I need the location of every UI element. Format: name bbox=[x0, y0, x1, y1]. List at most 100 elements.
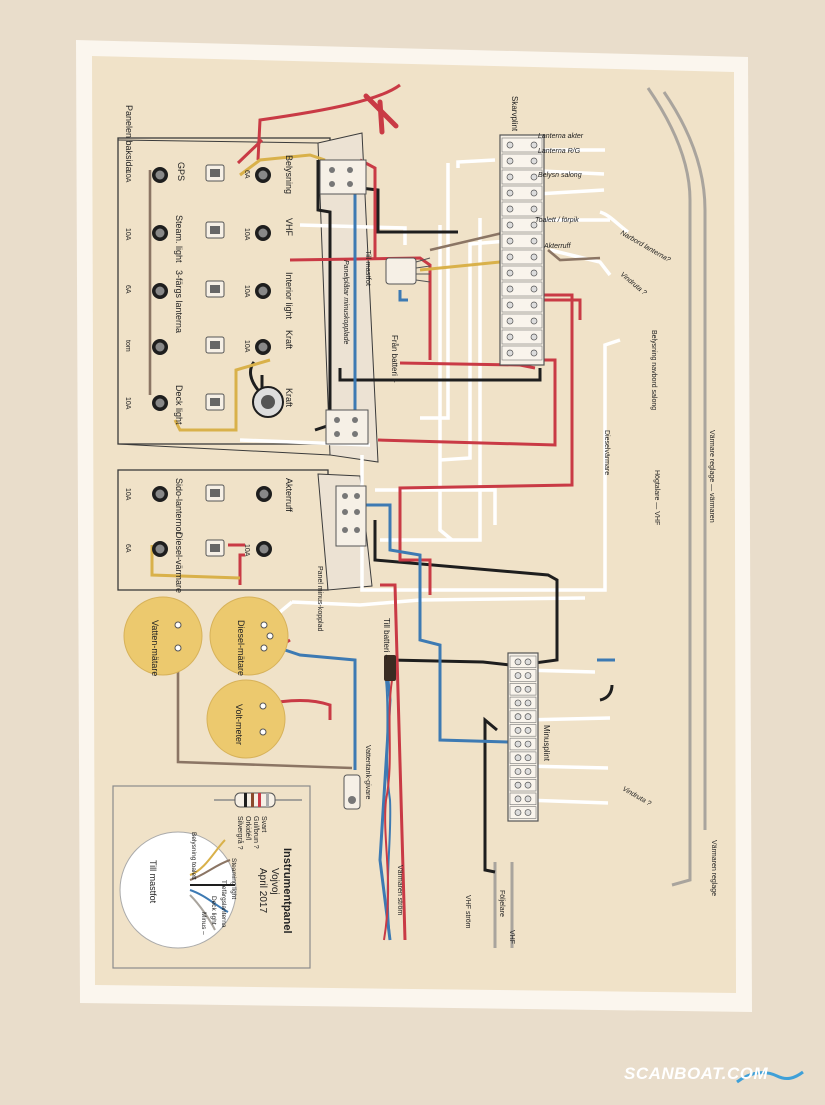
deck-light-label: Deck light bbox=[174, 385, 184, 425]
diagram-date: April 2017 bbox=[257, 868, 268, 913]
fuse-top-0: 10A bbox=[124, 170, 131, 183]
minusplint-screw bbox=[524, 713, 532, 721]
till-batteri-connector bbox=[384, 655, 396, 681]
minusplint-screw bbox=[514, 754, 522, 762]
minusplint-screw bbox=[514, 658, 522, 666]
till-mastfot-label: Till mastfot bbox=[364, 250, 373, 287]
minusplint-row bbox=[509, 737, 537, 751]
hogtalare-vhf-label: Högtalare — VHF bbox=[653, 470, 660, 525]
voltmeter-gauge bbox=[206, 679, 286, 759]
fuse-top-right-1: 10A bbox=[243, 228, 250, 241]
fuse-holders bbox=[152, 167, 272, 557]
skarvplint-row bbox=[501, 313, 543, 329]
minusplint-screw bbox=[524, 658, 532, 666]
panel-minus-label: Panelplåtar minuskopplade bbox=[342, 260, 350, 345]
akterruff-label: Akterruff bbox=[284, 478, 294, 512]
minusplint-screw bbox=[524, 795, 532, 803]
minusplint-row bbox=[509, 710, 537, 723]
minusplint-row bbox=[509, 751, 537, 764]
minusplint-screw bbox=[514, 781, 522, 789]
varmaren-reglage-bottom-label: Värmaren reglage bbox=[710, 840, 717, 896]
skarvplint-row bbox=[501, 137, 543, 153]
steaming-light-label: Steam. light bbox=[174, 215, 184, 263]
skarvplint-screw bbox=[506, 141, 514, 149]
skarvplint-row bbox=[501, 345, 543, 361]
kraft1-label: Kraft bbox=[284, 330, 294, 350]
skarvplint-row bbox=[501, 297, 543, 313]
fuse-top-2: 6A bbox=[124, 285, 131, 294]
dieselmatare-gauge bbox=[209, 596, 289, 676]
minusplint-row bbox=[509, 778, 537, 792]
minusplint-screw bbox=[514, 768, 522, 775]
varmare-reglage-label: Värmare reglage — värmaren bbox=[708, 430, 715, 523]
kraft2-label: Kraft bbox=[284, 388, 294, 408]
mast-legend-0: Belysning toalett bbox=[190, 832, 197, 880]
skarvplint-screw bbox=[506, 285, 514, 293]
skarvplint-screw bbox=[530, 349, 538, 357]
vattenmatare-gauge bbox=[123, 596, 203, 676]
minusplint-screw bbox=[524, 809, 532, 816]
panel-terminal-blocks bbox=[319, 159, 369, 547]
sidolanternor-label: Sido-lanternor bbox=[174, 478, 184, 535]
watermark-wave-icon bbox=[736, 1070, 804, 1084]
belysning-label: Belysning bbox=[284, 155, 294, 194]
fran-batteri-label: Från batteri + bbox=[390, 335, 399, 383]
mast-connector bbox=[385, 257, 431, 285]
minusplint-label: Minusplint bbox=[542, 725, 551, 762]
skarvplint-screw bbox=[530, 253, 538, 261]
skarvplint-row bbox=[501, 201, 543, 217]
mast-legend-diagram bbox=[119, 831, 237, 949]
vattenmatare-label: Vatten-mätare bbox=[150, 620, 160, 676]
vhf-label: VHF bbox=[284, 218, 294, 237]
fuse-top-right-3: 10A bbox=[243, 340, 250, 353]
skarvplint-screw bbox=[530, 317, 538, 325]
belysning-navbord-label: Belysning navbord salong bbox=[650, 330, 657, 410]
skarvplint-screw bbox=[530, 189, 538, 197]
skarvplint-row bbox=[501, 169, 543, 185]
grey-wires bbox=[493, 87, 707, 948]
fuse-bottom-0: 10A bbox=[124, 488, 131, 501]
skarvplint-screw bbox=[506, 237, 514, 245]
till-mastfot-cross bbox=[363, 93, 399, 135]
skarvplint-screw bbox=[530, 141, 538, 149]
skarvplint-screw bbox=[530, 301, 538, 309]
minusplint-screw bbox=[514, 713, 522, 721]
minusplint-row bbox=[509, 683, 537, 696]
skarvplint-screw bbox=[530, 333, 538, 341]
minusplint-row bbox=[509, 724, 537, 737]
skarvplint-row bbox=[501, 249, 543, 265]
minusplint-screw bbox=[514, 726, 522, 734]
mast-legend-4: Minus – bbox=[200, 912, 207, 935]
mast-legend-2: Trefärgslanterna bbox=[220, 880, 227, 928]
fuse-top-4: 10A bbox=[124, 397, 131, 410]
skarvplint-screw bbox=[530, 285, 538, 293]
skarvplint-screw bbox=[506, 349, 514, 357]
skarvplint-label: Skarvplint bbox=[510, 96, 519, 132]
till-batteri-label: Till batteri – bbox=[382, 618, 391, 660]
skarvplint-row bbox=[501, 217, 543, 233]
vhf-bottom-label: VHF bbox=[508, 930, 515, 944]
skarvplint-screw bbox=[506, 301, 514, 309]
minusplint-row bbox=[509, 806, 537, 819]
skarvplint-screw bbox=[506, 173, 514, 181]
skarvplint-screw bbox=[530, 205, 538, 213]
fuse-top-right-2: 10A bbox=[243, 285, 250, 298]
switches bbox=[205, 164, 225, 557]
sjus-lanterna-label: 3-färgs lanterna bbox=[174, 270, 184, 333]
skarvplint-screw bbox=[506, 333, 514, 341]
skarvplint-screw bbox=[506, 189, 514, 197]
skarvplint-row bbox=[501, 185, 543, 201]
minusplint-row bbox=[509, 696, 537, 710]
skarvplint-screw bbox=[506, 253, 514, 261]
skarvplint-screw bbox=[506, 269, 514, 277]
skarv-output-4: Akterruff bbox=[543, 243, 572, 250]
skarvplint-screw bbox=[530, 237, 538, 245]
minusplint-screw bbox=[524, 699, 532, 707]
minusplint-screw bbox=[524, 754, 532, 762]
vattentank-givare bbox=[343, 774, 361, 810]
minusplint-screw bbox=[524, 726, 532, 734]
resistor-legend-1: Gul/brun ? bbox=[252, 816, 259, 849]
minusplint-row bbox=[509, 655, 537, 668]
